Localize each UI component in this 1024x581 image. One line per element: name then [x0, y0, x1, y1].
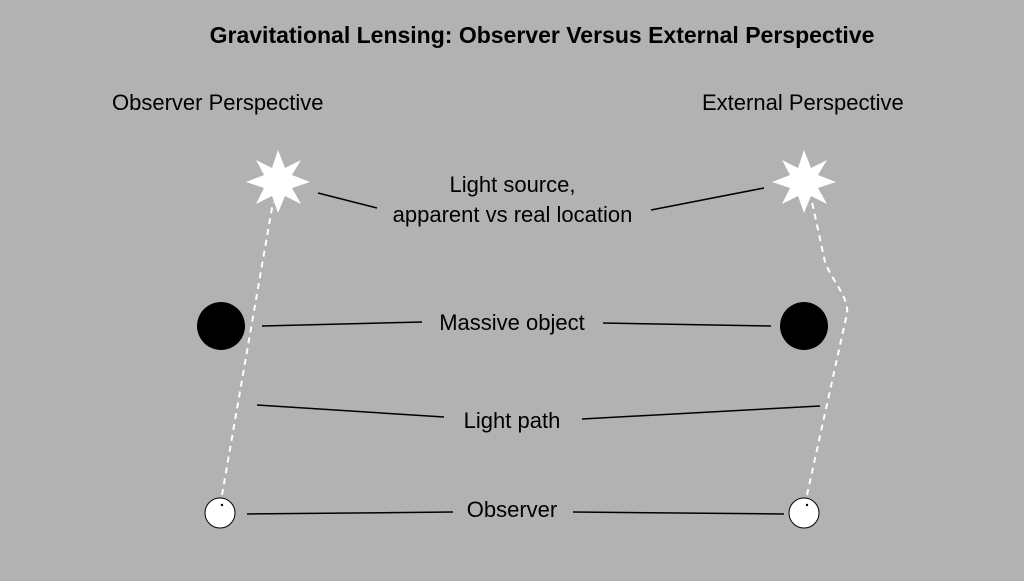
- observer-label: Observer: [466, 497, 558, 522]
- leader-observer-right: [572, 511, 785, 515]
- external-perspective-heading: External Perspective: [702, 90, 904, 115]
- observer-light-path: [221, 201, 274, 496]
- leader-light-source-left: [317, 192, 378, 209]
- leader-observer-left: [246, 511, 454, 515]
- diagram-title: Gravitational Lensing: Observer Versus E…: [209, 22, 875, 48]
- light-source-label-line1: Light source,: [449, 172, 576, 197]
- external-light-path: [806, 201, 849, 496]
- leader-light-source-right: [650, 187, 765, 211]
- light-source-label: Light source, apparent vs real location: [380, 170, 645, 230]
- leader-lines: [246, 187, 821, 515]
- leader-path-left: [256, 404, 445, 418]
- observer-right: [788, 497, 820, 529]
- observer-right-dot: [805, 503, 809, 507]
- external-star-icon: [772, 150, 836, 213]
- observer-star-icon: [246, 150, 310, 213]
- massive-object-label: Massive object: [439, 310, 585, 335]
- observer-left: [204, 497, 236, 529]
- observer-left-dot: [220, 503, 224, 507]
- leader-massive-right: [602, 322, 772, 327]
- observer-massive-object: [197, 302, 245, 350]
- leader-path-right: [581, 405, 821, 420]
- observer-perspective-heading: Observer Perspective: [112, 90, 324, 115]
- light-source-label-line2: apparent vs real location: [392, 202, 633, 227]
- external-massive-object: [780, 302, 828, 350]
- leader-massive-left: [261, 321, 423, 327]
- light-path-label: Light path: [463, 408, 561, 433]
